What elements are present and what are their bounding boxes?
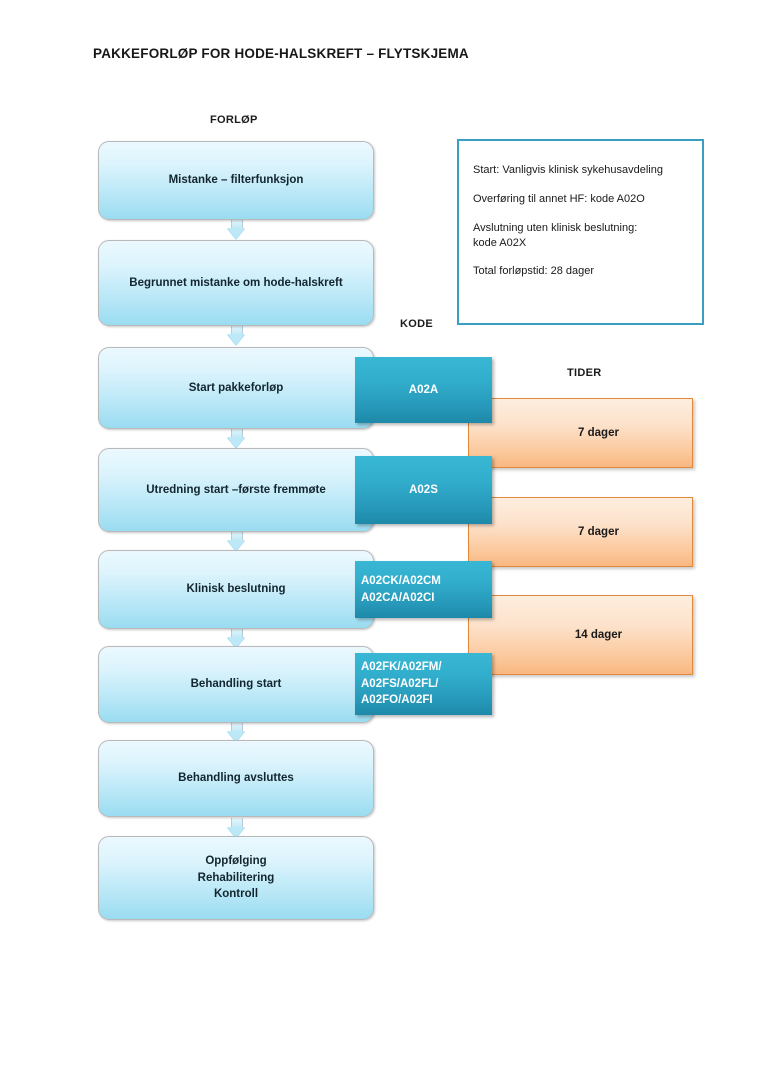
- flow-box-oppfolging-rehabilitering-kontroll[interactable]: Oppfølging Rehabilitering Kontroll: [98, 836, 374, 920]
- column-caption-tider: TIDER: [567, 367, 602, 379]
- arrow-stem: [231, 531, 243, 541]
- info-line-start: Start: Vanligvis klinisk sykehusavdeling: [473, 164, 663, 176]
- arrow-head-icon: [227, 731, 245, 742]
- code-box-a02s[interactable]: A02S: [355, 456, 492, 524]
- flow-box-label: Begrunnet mistanke om hode-halskreft: [129, 276, 343, 289]
- time-box-3: 14 dager: [468, 595, 693, 675]
- column-caption-kode: KODE: [400, 318, 433, 330]
- flow-arrow-5: [227, 628, 245, 648]
- flow-box-start-pakkeforlop[interactable]: Start pakkeforløp: [98, 347, 374, 429]
- time-box-label: 14 dager: [574, 629, 623, 641]
- arrow-head-icon: [227, 827, 245, 838]
- arrow-head-icon: [227, 228, 245, 239]
- time-box-1: 7 dager: [468, 398, 693, 468]
- code-box-label: A02A: [408, 383, 439, 396]
- arrow-head-icon: [227, 637, 245, 648]
- flow-box-mistanke-filterfunksjon[interactable]: Mistanke – filterfunksjon: [98, 141, 374, 220]
- arrow-stem: [231, 628, 243, 638]
- flow-box-label: Klinisk beslutning: [186, 583, 286, 596]
- code-box-a02f-group[interactable]: A02FK/A02FM/ A02FS/A02FL/ A02FO/A02FI: [355, 653, 492, 715]
- flow-arrow-7: [227, 818, 245, 838]
- flow-box-klinisk-beslutning[interactable]: Klinisk beslutning: [98, 550, 374, 629]
- flow-box-label: Start pakkeforløp: [188, 381, 284, 394]
- time-box-label: 7 dager: [578, 427, 619, 439]
- code-box-label: A02CK/A02CM A02CA/A02CI: [361, 574, 441, 604]
- info-line-total-forlopstid: Total forløpstid: 28 dager: [473, 265, 595, 278]
- arrow-stem: [231, 722, 243, 732]
- flow-box-begrunnet-mistanke[interactable]: Begrunnet mistanke om hode-halskreft: [98, 240, 374, 326]
- arrow-stem: [231, 428, 243, 438]
- code-box-label: A02FK/A02FM/ A02FS/A02FL/ A02FO/A02FI: [361, 660, 442, 707]
- time-box-label: 7 dager: [578, 526, 619, 538]
- flow-box-label: Utredning start –første fremmøte: [146, 483, 326, 496]
- info-line-avslutning: Avslutning uten klinisk beslutning: kode…: [473, 221, 638, 249]
- flow-arrow-4: [227, 531, 245, 551]
- arrow-head-icon: [227, 540, 245, 551]
- flow-arrow-6: [227, 722, 245, 742]
- flow-box-label: Behandling start: [190, 678, 282, 691]
- arrow-head-icon: [227, 334, 245, 345]
- arrow-stem: [231, 219, 243, 229]
- flow-arrow-3: [227, 428, 245, 448]
- arrow-stem: [231, 325, 243, 335]
- code-box-label: A02S: [409, 483, 438, 496]
- info-line-overforing: Overføring til annet HF: kode A02O: [473, 192, 645, 205]
- code-box-a02c-group[interactable]: A02CK/A02CM A02CA/A02CI: [355, 561, 492, 618]
- flow-box-behandling-avsluttes[interactable]: Behandling avsluttes: [98, 740, 374, 817]
- flow-arrow-2: [227, 325, 245, 345]
- flow-box-label: Mistanke – filterfunksjon: [168, 174, 304, 187]
- flow-box-behandling-start[interactable]: Behandling start: [98, 646, 374, 723]
- arrow-stem: [231, 818, 243, 828]
- flow-box-utredning-start[interactable]: Utredning start –første fremmøte: [98, 448, 374, 532]
- time-box-2: 7 dager: [468, 497, 693, 567]
- flow-arrow-1: [227, 219, 245, 239]
- page-title: PAKKEFORLØP FOR HODE-HALSKREFT – FLYTSKJ…: [93, 46, 469, 61]
- flow-box-label: Behandling avsluttes: [178, 772, 294, 785]
- arrow-head-icon: [227, 437, 245, 448]
- flow-box-label: Oppfølging Rehabilitering Kontroll: [197, 854, 275, 901]
- column-caption-forlop: FORLØP: [210, 114, 258, 126]
- info-box: Start: Vanligvis klinisk sykehusavdeling…: [457, 139, 704, 325]
- code-box-a02a[interactable]: A02A: [355, 357, 492, 423]
